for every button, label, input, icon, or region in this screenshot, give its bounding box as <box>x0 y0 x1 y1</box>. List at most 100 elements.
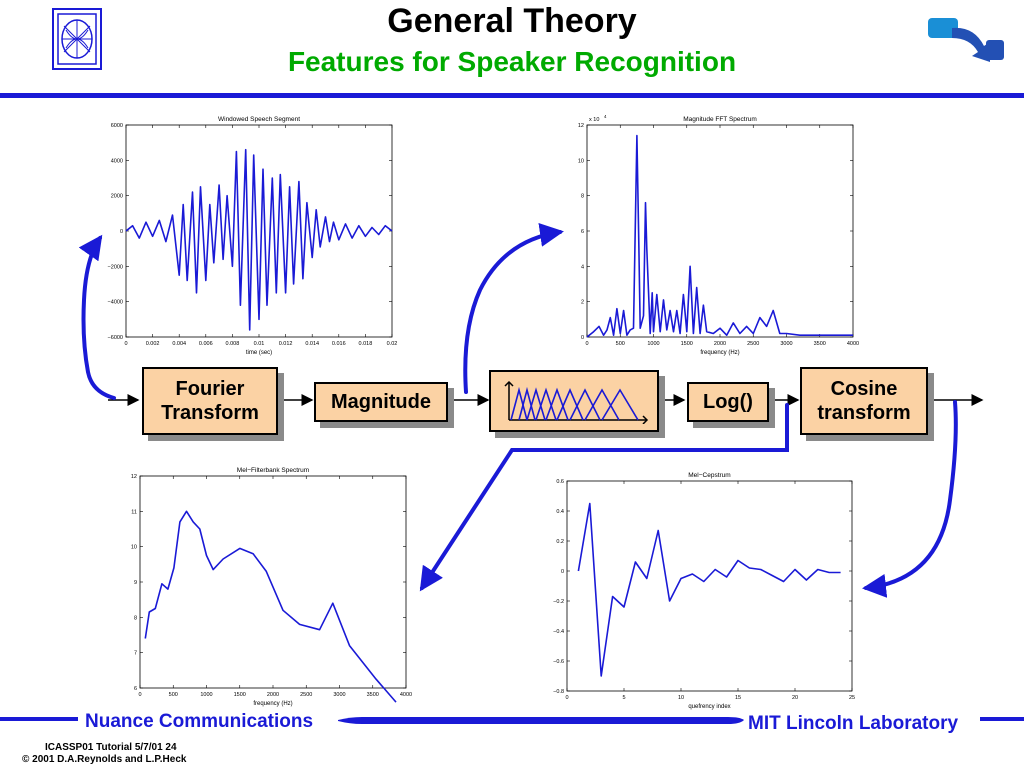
x-tick-label: 1500 <box>234 692 246 698</box>
y-tick-label: 0.2 <box>556 539 564 545</box>
plot-frame <box>566 480 853 692</box>
y-tick-label: 11 <box>131 509 137 515</box>
y-tick-label: 0.6 <box>556 479 564 485</box>
x-tick-label: 0.006 <box>199 341 213 347</box>
x-axis-label: frequency (Hz) <box>253 701 292 707</box>
footer-note-line2: © 2001 D.A.Reynolds and L.P.Heck <box>22 754 187 765</box>
x-tick-label: 0.004 <box>172 341 186 347</box>
x-tick-label: 0.016 <box>332 341 346 347</box>
y-tick-label: 0 <box>120 229 123 235</box>
nuance-logo <box>928 16 1008 64</box>
y-tick-label: −6000 <box>108 335 123 341</box>
x-tick-label: 0.01 <box>254 341 265 347</box>
x-tick-label: 5 <box>622 695 625 701</box>
x-tick-label: 25 <box>849 695 855 701</box>
log-box: Log() <box>687 382 769 422</box>
y-tick-label: −2000 <box>108 264 123 270</box>
x-tick-label: 3500 <box>367 692 379 698</box>
x-tick-label: 1000 <box>200 692 212 698</box>
x-tick-label: 10 <box>678 695 684 701</box>
mel-filterbank-box <box>489 370 659 432</box>
y-tick-label: 4000 <box>111 158 123 164</box>
y-scale-note: x 10 <box>589 117 599 123</box>
arrow-to-windowed-speech <box>78 234 116 400</box>
y-tick-label: 12 <box>578 123 584 129</box>
x-tick-label: 0.008 <box>226 341 240 347</box>
plot-fft-spectrum: Magnitude FFT Spectrum frequency (Hz) 0 500… <box>565 110 860 360</box>
y-tick-label: 10 <box>578 158 584 164</box>
y-tick-label: 0.4 <box>556 509 564 515</box>
x-tick-label: 2500 <box>300 692 312 698</box>
y-tick-label: 4 <box>581 264 584 270</box>
y-tick-label: 7 <box>134 651 137 657</box>
x-tick-label: 0 <box>124 341 127 347</box>
x-tick-label: 2000 <box>714 341 726 347</box>
x-tick-label: 4000 <box>847 341 859 347</box>
x-tick-label: 0.02 <box>387 341 398 347</box>
x-tick-label: 0 <box>565 695 568 701</box>
x-tick-label: 2500 <box>747 341 759 347</box>
fourier-label-line2: Transform <box>161 402 259 424</box>
x-tick-label: 1000 <box>647 341 659 347</box>
y-tick-label: −4000 <box>108 300 123 306</box>
arrow-to-fft-spectrum <box>463 223 564 394</box>
x-tick-label: 0.014 <box>305 341 319 347</box>
x-axis-label: time (sec) <box>246 350 272 356</box>
x-axis-label: frequency (Hz) <box>700 350 739 356</box>
magnitude-label: Magnitude <box>331 390 431 413</box>
x-tick-label: 4000 <box>400 692 412 698</box>
x-tick-label: 3000 <box>333 692 345 698</box>
plot-title: Mel−Cepstrum <box>688 472 730 479</box>
y-tick-label: 2 <box>581 300 584 306</box>
plot-title: Magnitude FFT Spectrum <box>683 116 757 123</box>
series-line <box>577 502 841 677</box>
x-tick-label: 500 <box>169 692 178 698</box>
cosine-label-line2: transform <box>817 402 911 424</box>
y-tick-label: −0.2 <box>553 599 564 605</box>
fourier-label-line1: Fourier <box>175 378 245 400</box>
plot-title: Mel−Filterbank Spectrum <box>237 467 309 474</box>
cosine-label-line1: Cosine <box>830 378 898 400</box>
y-tick-label: −0.4 <box>553 629 564 635</box>
magnitude-box: Magnitude <box>314 382 448 422</box>
y-tick-label: 9 <box>134 580 137 586</box>
y-tick-label: −0.6 <box>553 659 564 665</box>
y-tick-label: 8 <box>581 194 584 200</box>
x-axis-label: quefrency index <box>688 704 730 710</box>
y-tick-label: 6000 <box>111 123 123 129</box>
plot-title: Windowed Speech Segment <box>218 116 300 123</box>
x-tick-label: 0 <box>585 341 588 347</box>
series-line <box>586 134 853 338</box>
y-tick-label: 0 <box>581 335 584 341</box>
x-tick-label: 15 <box>735 695 741 701</box>
y-tick-label: 6 <box>134 686 137 692</box>
y-tick-label: 8 <box>134 615 137 621</box>
y-tick-label: 2000 <box>111 194 123 200</box>
x-tick-label: 500 <box>616 341 625 347</box>
series-line <box>144 510 397 703</box>
arrow-to-mel-filterbank <box>419 403 789 592</box>
y-tick-label: −0.8 <box>553 689 564 695</box>
page-subtitle: Features for Speaker Recognition <box>287 46 737 77</box>
y-tick-label: 10 <box>131 545 137 551</box>
header-rule <box>0 93 1024 98</box>
y-tick-label: 12 <box>131 474 137 480</box>
mit-logo <box>52 8 102 70</box>
series-line <box>125 148 393 331</box>
y-scale-exponent: 4 <box>604 114 607 119</box>
x-tick-label: 3000 <box>780 341 792 347</box>
arrow-to-mel-cepstrum <box>862 400 958 598</box>
x-tick-label: 0.018 <box>359 341 373 347</box>
page-title: General Theory <box>387 2 637 40</box>
log-label: Log() <box>703 390 753 413</box>
footer-left-org: Nuance Communications <box>85 711 314 732</box>
triangle-filterbank-icon <box>504 380 649 424</box>
footer-right-org: MIT Lincoln Laboratory <box>748 713 959 734</box>
y-tick-label: 0 <box>561 569 564 575</box>
